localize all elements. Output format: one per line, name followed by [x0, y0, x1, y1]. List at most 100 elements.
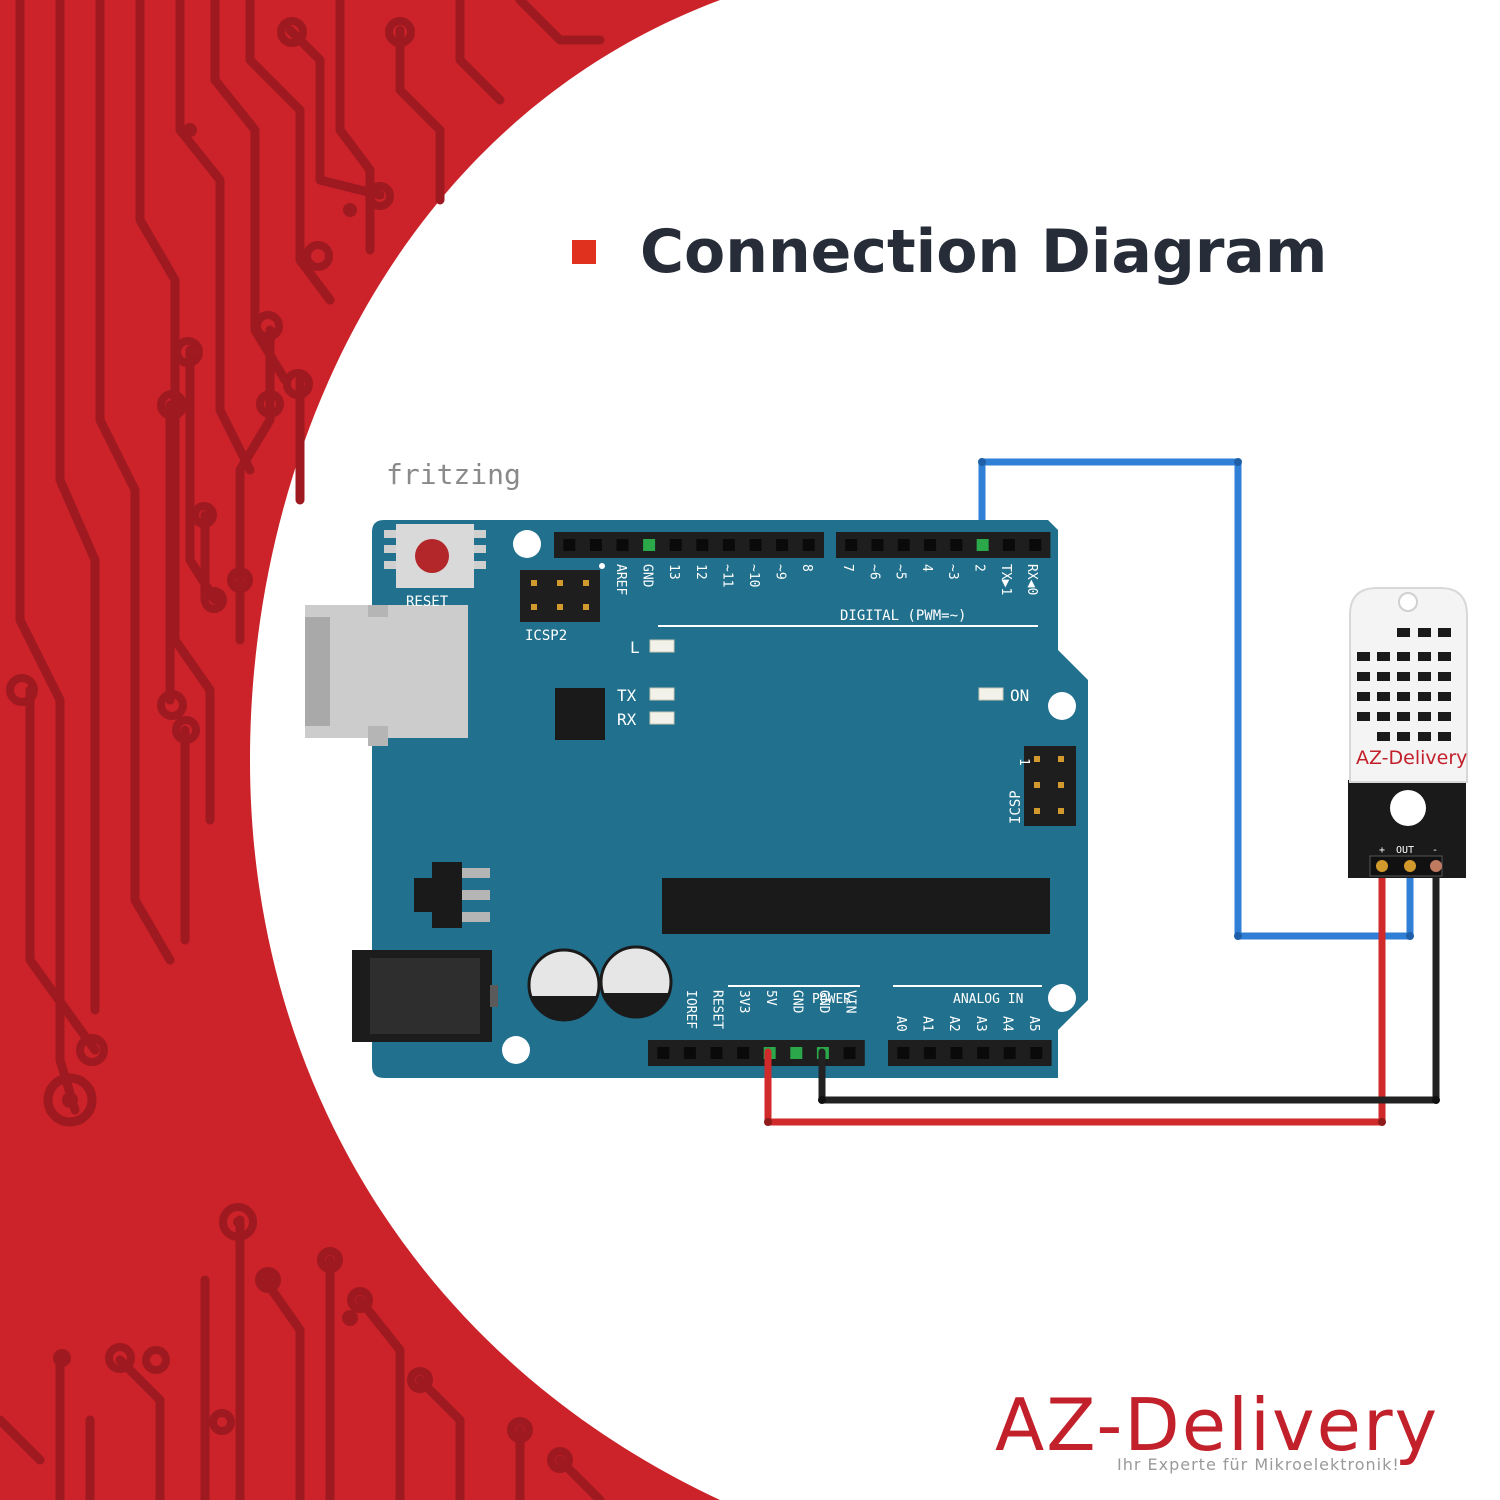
digital-pin-label: TX▶1: [998, 564, 1013, 595]
wire-ground: [818, 860, 1440, 1104]
led-on: [978, 687, 1004, 701]
power-label: POWER: [812, 992, 851, 1007]
digital-right-pin: [871, 539, 884, 551]
digital-right-pin: [1002, 539, 1015, 551]
digital-pin-label: 13: [666, 564, 681, 580]
analog-header: [888, 1040, 1052, 1066]
digital-pin-label: ~5: [893, 564, 908, 580]
digital-right-pin: [1029, 539, 1042, 551]
analog-pin: [1030, 1047, 1043, 1059]
led-l-label: L: [630, 638, 640, 657]
digital-pin-label: ~3: [945, 564, 960, 580]
digital-pin-label: 4: [919, 564, 934, 572]
digital-pin-label: 12: [693, 564, 708, 580]
analog-pin-label: A5: [1026, 1016, 1041, 1032]
power-pin-label: IOREF: [683, 990, 698, 1029]
power-pin: [790, 1047, 803, 1059]
icsp-header: [1024, 746, 1076, 826]
power-pin-label: GND: [816, 990, 831, 1014]
digital-header-right: [836, 532, 1051, 558]
digital-left-pin: [669, 539, 682, 551]
led-on-label: ON: [1010, 686, 1029, 705]
wire-signal: [978, 458, 1414, 940]
digital-pin-label: 7: [840, 564, 855, 572]
digital-pin-label: ~6: [866, 564, 881, 580]
reset-label: RESET: [406, 594, 449, 610]
icsp-label: ICSP: [1008, 790, 1024, 824]
digital-right-pin: [950, 539, 963, 551]
capacitor: [527, 948, 601, 1022]
power-pin-label: 5V: [763, 990, 778, 1006]
power-pin-label: VIN: [843, 990, 858, 1013]
digital-pin-label: 8: [799, 564, 814, 572]
digital-left-pin: [643, 539, 656, 551]
led-rx: [649, 711, 675, 725]
icsp2-header: [520, 563, 605, 622]
dht22-sensor: AZ-Delivery + OUT -: [1348, 587, 1468, 878]
analog-pin-label: A4: [999, 1016, 1014, 1032]
digital-right-pin: [845, 539, 858, 551]
power-pin: [657, 1047, 670, 1059]
sensor-brand-label: AZ-Delivery: [1356, 747, 1467, 769]
power-pin: [843, 1047, 856, 1059]
capacitor: [599, 945, 673, 1019]
power-pin-label: RESET: [710, 990, 725, 1029]
icsp2-label: ICSP2: [525, 628, 567, 644]
fritzing-watermark: fritzing: [386, 458, 521, 491]
analog-pin: [1003, 1047, 1016, 1059]
atmega-chip: [662, 878, 1050, 934]
sensor-pin-plus: +: [1379, 845, 1385, 856]
arduino-board: RESET ICSP2 DIGITAL (PWM=~) L TX RX ON P…: [305, 520, 1088, 1078]
digital-pin-label: ~11: [719, 564, 734, 587]
led-tx-label: TX: [617, 686, 637, 705]
digital-pin-label: GND: [640, 564, 655, 588]
digital-label: DIGITAL (PWM=~): [840, 608, 966, 624]
analog-pin-label: A3: [973, 1016, 988, 1032]
analog-pin-label: A0: [893, 1016, 908, 1032]
analog-pin-label: A2: [946, 1016, 961, 1032]
analog-pin: [950, 1047, 963, 1059]
led-l: [649, 639, 675, 653]
heading-bullet-icon: [572, 240, 596, 264]
digital-pin-label: RX◀0: [1024, 564, 1039, 595]
wire-power: [764, 860, 1386, 1126]
digital-left-pin: [722, 539, 735, 551]
brand-logo-text: AZ-Delivery: [995, 1383, 1440, 1467]
brand-tagline: Ihr Experte für Mikroelektronik!: [1117, 1455, 1400, 1474]
page-heading: Connection Diagram: [572, 212, 1327, 292]
brand-logo: AZ-Delivery Ihr Experte für Mikroelektro…: [995, 1385, 1465, 1480]
digital-left-pin: [589, 539, 602, 551]
reset-button[interactable]: [384, 524, 486, 588]
digital-pin-label: 2: [972, 564, 987, 572]
digital-pin-label: AREF: [613, 564, 628, 595]
analog-pin: [977, 1047, 990, 1059]
analog-label: ANALOG IN: [953, 992, 1023, 1007]
digital-left-pin: [749, 539, 762, 551]
digital-header-left: [554, 532, 824, 558]
voltage-regulator: [414, 862, 490, 928]
analog-pin: [923, 1047, 936, 1059]
power-pin-label: 3V3: [736, 990, 751, 1013]
sensor-pin-minus: -: [1432, 845, 1438, 856]
digital-pin-label: ~9: [773, 564, 788, 580]
digital-right-pin: [924, 539, 937, 551]
digital-right-pin: [976, 539, 989, 551]
digital-left-pin: [802, 539, 815, 551]
page-title: Connection Diagram: [640, 217, 1328, 287]
power-pin: [737, 1047, 750, 1059]
usb-chip: [555, 688, 605, 740]
power-pin: [683, 1047, 696, 1059]
power-header: [648, 1040, 865, 1066]
digital-right-pin: [897, 539, 910, 551]
icsp-pin1-label: 1: [1016, 758, 1031, 766]
digital-left-pin: [563, 539, 576, 551]
usb-port: [305, 605, 468, 738]
digital-left-pin: [696, 539, 709, 551]
power-pin: [710, 1047, 723, 1059]
red-background: [0, 0, 720, 1500]
sensor-pin-out: OUT: [1396, 845, 1414, 856]
power-pin-label: GND: [789, 990, 804, 1014]
digital-left-pin: [616, 539, 629, 551]
